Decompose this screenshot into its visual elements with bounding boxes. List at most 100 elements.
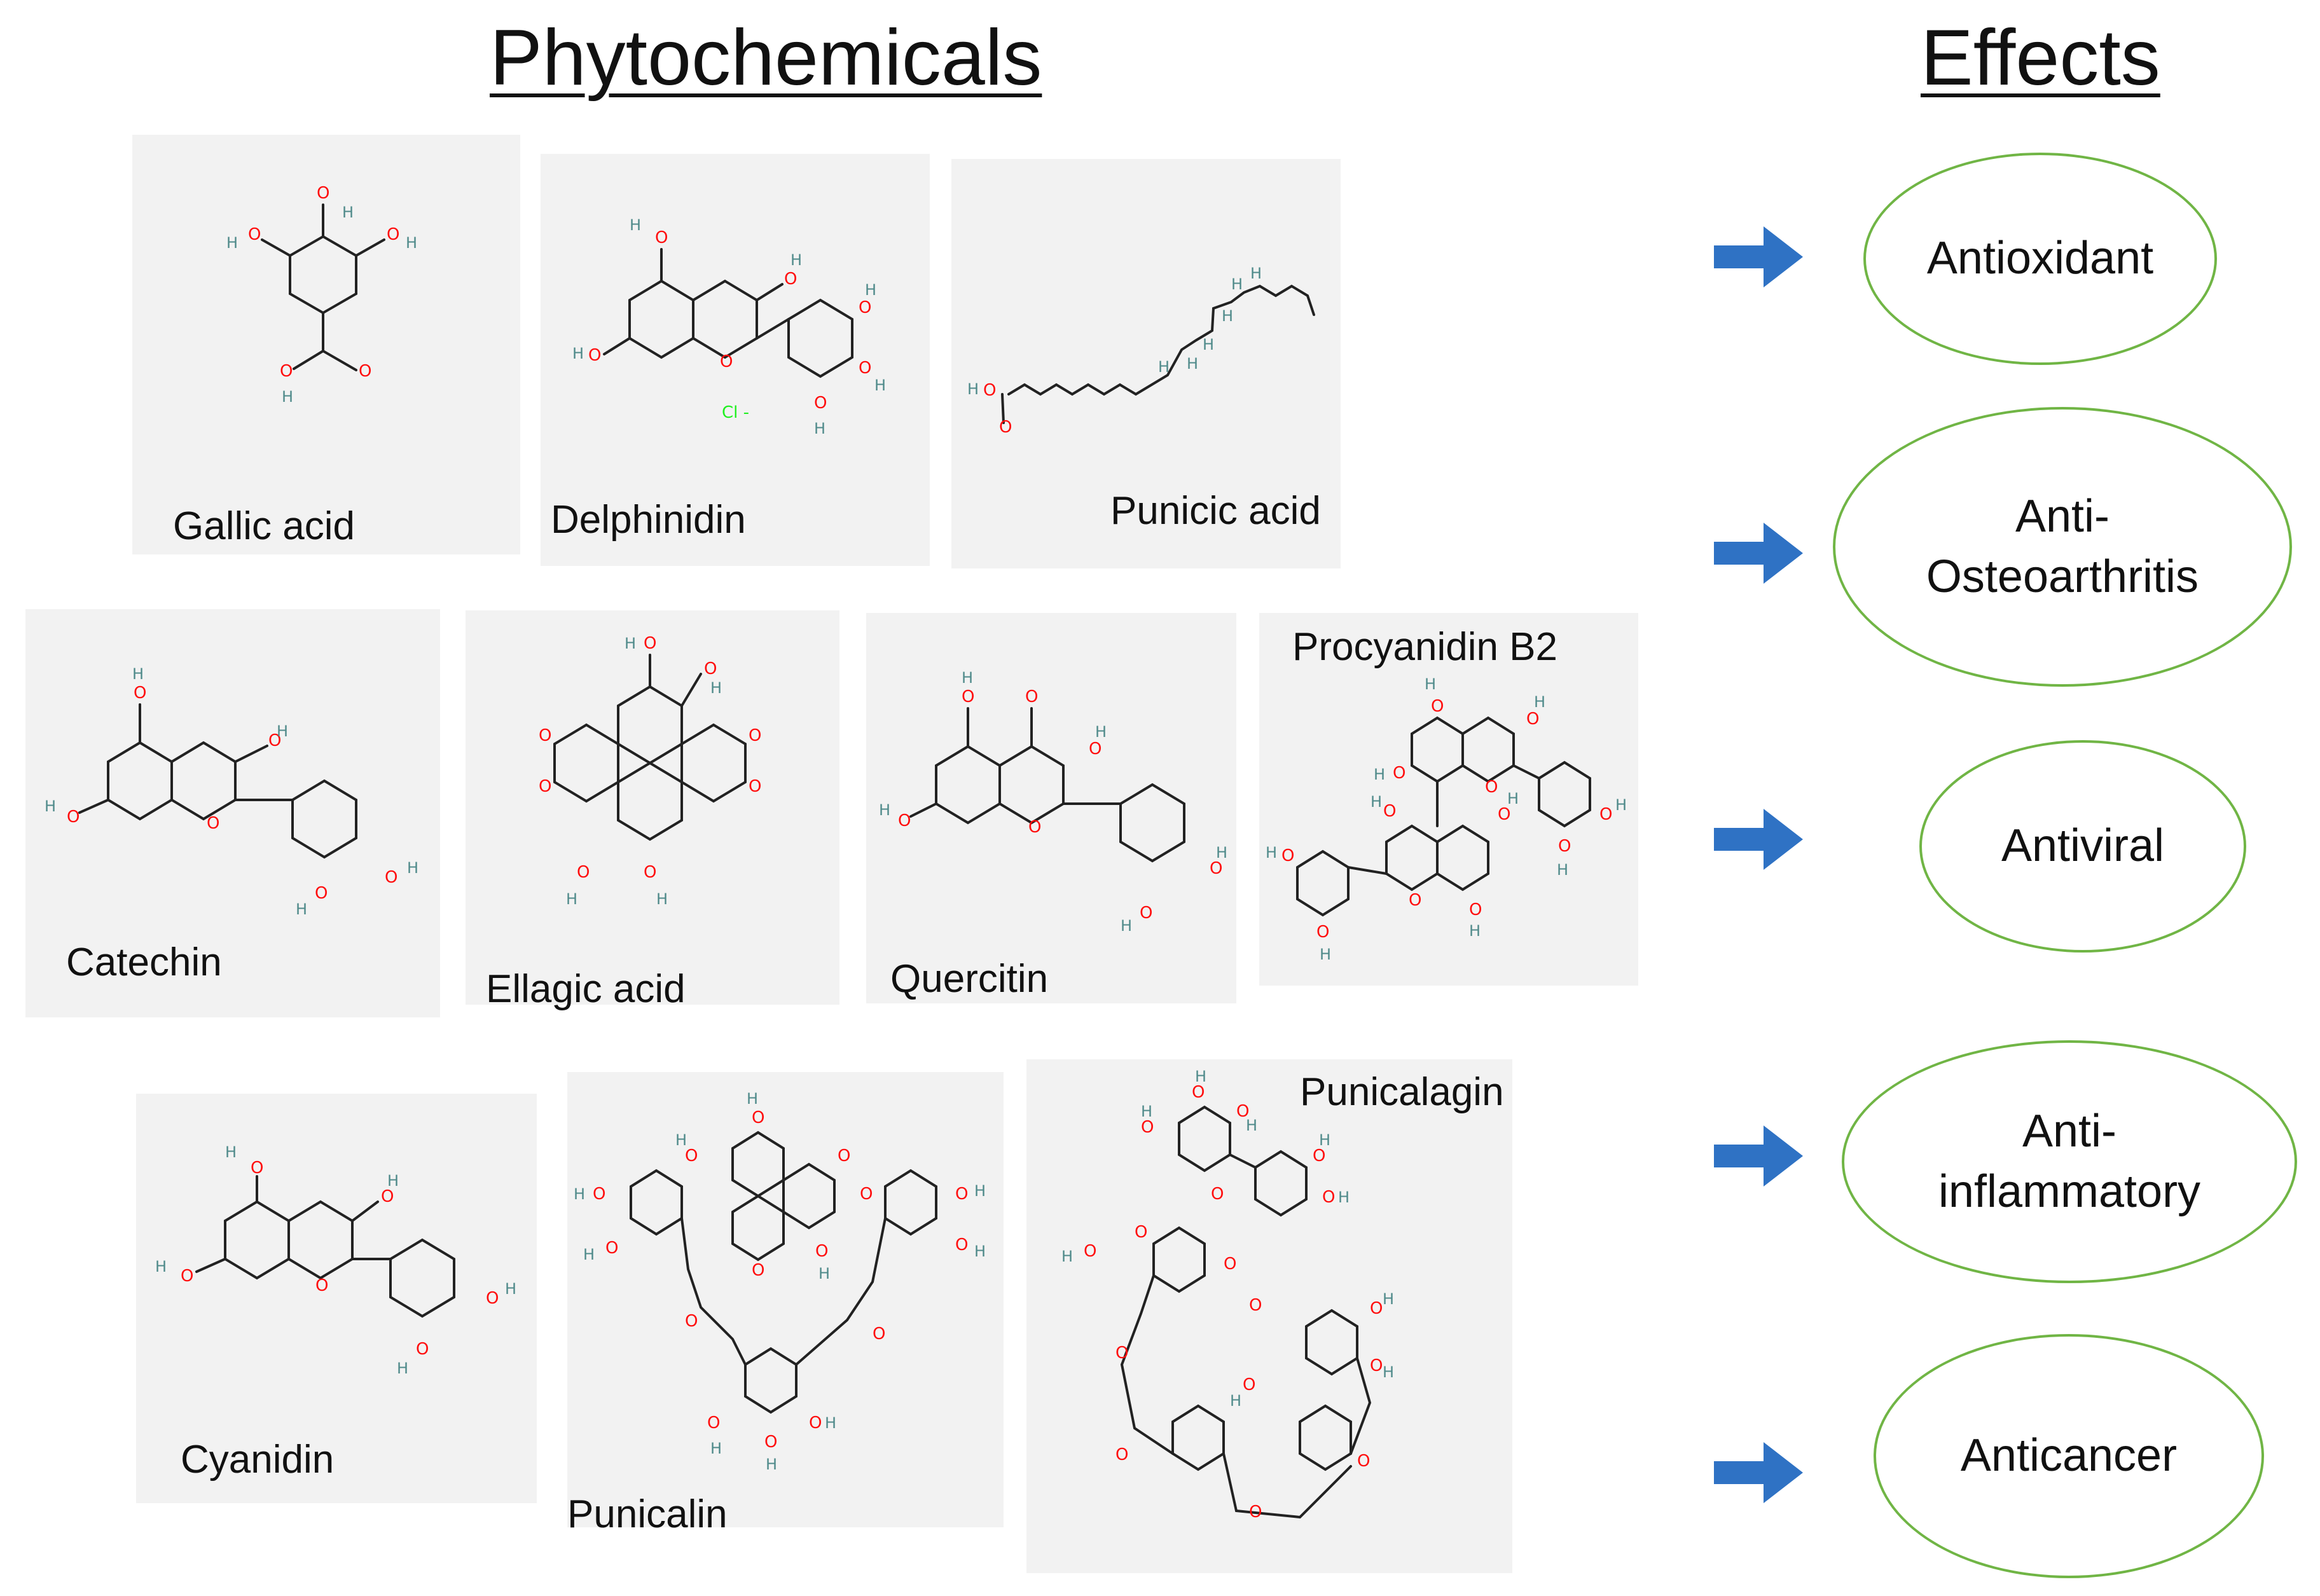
svg-text:H: H (1615, 796, 1627, 814)
svg-text:H: H (1507, 790, 1519, 808)
svg-text:H: H (1250, 265, 1262, 282)
phytochemicals-heading: Phytochemicals (490, 14, 1042, 102)
svg-text:H: H (342, 203, 354, 221)
svg-text:O: O (1243, 1375, 1255, 1394)
svg-text:O: O (1370, 1299, 1383, 1318)
svg-text:O: O (655, 228, 668, 247)
effect-label-line2: inflammatory (1938, 1166, 2201, 1217)
svg-text:H: H (1246, 1117, 1257, 1134)
svg-text:O: O (1140, 904, 1152, 923)
svg-text:O: O (385, 868, 397, 887)
effect-label-line1: Anti- (2015, 490, 2110, 542)
svg-text:O: O (1393, 764, 1405, 783)
compound-label: Delphinidin (551, 498, 746, 542)
svg-text:H: H (974, 1182, 986, 1200)
svg-text:O: O (317, 184, 329, 203)
svg-text:O: O (1526, 710, 1539, 729)
svg-text:H: H (1230, 1392, 1241, 1410)
svg-text:O: O (752, 1108, 764, 1127)
svg-text:O: O (859, 359, 871, 378)
svg-text:O: O (181, 1267, 193, 1286)
svg-text:O: O (1322, 1188, 1335, 1207)
compound-label: Punicalagin (1300, 1070, 1504, 1114)
svg-text:H: H (1338, 1188, 1350, 1206)
svg-text:H: H (583, 1246, 595, 1263)
svg-text:O: O (1313, 1146, 1325, 1166)
delphinidin-structure: OH OH O Cl - OH OH OH OH (572, 216, 886, 437)
svg-text:O: O (593, 1185, 605, 1204)
svg-text:O: O (1115, 1445, 1128, 1464)
svg-text:O: O (134, 684, 146, 703)
effect-label-line1: Anti- (2022, 1105, 2117, 1157)
svg-text:H: H (1216, 844, 1227, 862)
svg-text:H: H (1095, 723, 1107, 741)
svg-text:H: H (710, 679, 722, 697)
effect-label: Anticancer (1960, 1430, 2178, 1482)
svg-text:H: H (1061, 1248, 1073, 1265)
svg-text:H: H (296, 900, 307, 918)
svg-text:O: O (315, 884, 328, 903)
svg-text:O: O (381, 1187, 394, 1206)
svg-text:O: O (605, 1239, 618, 1258)
svg-text:O: O (809, 1414, 822, 1433)
compound-label: Punicalin (567, 1492, 728, 1536)
compound-label: Gallic acid (173, 504, 355, 548)
svg-text:H: H (874, 376, 886, 394)
svg-text:O: O (207, 814, 219, 833)
arrow-right-icon (1714, 1442, 1803, 1503)
svg-text:H: H (132, 665, 144, 683)
arrow-right-icon (1714, 523, 1803, 584)
svg-text:H: H (45, 797, 56, 815)
compound-label: Cyanidin (181, 1438, 335, 1482)
svg-text:H: H (630, 216, 641, 234)
svg-text:O: O (962, 687, 974, 706)
svg-text:O: O (784, 270, 797, 289)
svg-text:O: O (1383, 802, 1396, 821)
svg-text:O: O (1558, 837, 1571, 856)
compound-label: Procyanidin B2 (1292, 625, 1558, 669)
svg-text:H: H (766, 1455, 777, 1473)
svg-text:O: O (1135, 1223, 1147, 1242)
svg-text:H: H (277, 722, 288, 740)
svg-text:O: O (860, 1185, 873, 1204)
svg-text:O: O (873, 1324, 885, 1344)
svg-text:O: O (983, 381, 996, 400)
svg-text:H: H (505, 1280, 516, 1298)
svg-text:O: O (815, 1242, 828, 1261)
svg-text:Cl -: Cl - (722, 403, 749, 422)
svg-text:O: O (644, 863, 656, 882)
svg-text:O: O (814, 394, 827, 413)
svg-text:O: O (1249, 1296, 1262, 1315)
svg-text:O: O (268, 731, 281, 750)
svg-text:O: O (416, 1340, 429, 1359)
svg-text:O: O (1409, 891, 1421, 910)
svg-text:H: H (1158, 358, 1170, 376)
svg-text:H: H (574, 1185, 585, 1203)
svg-text:H: H (791, 251, 802, 269)
svg-text:O: O (1192, 1083, 1205, 1102)
svg-text:O: O (248, 225, 261, 244)
svg-text:O: O (685, 1312, 698, 1331)
svg-text:O: O (1236, 1102, 1249, 1121)
svg-text:O: O (752, 1261, 764, 1280)
svg-text:H: H (656, 890, 668, 908)
svg-text:O: O (1084, 1242, 1096, 1261)
svg-text:H: H (1203, 336, 1214, 354)
svg-text:O: O (539, 726, 551, 745)
svg-text:O: O (1210, 859, 1222, 878)
svg-text:O: O (749, 777, 761, 796)
svg-text:O: O (1599, 805, 1612, 824)
